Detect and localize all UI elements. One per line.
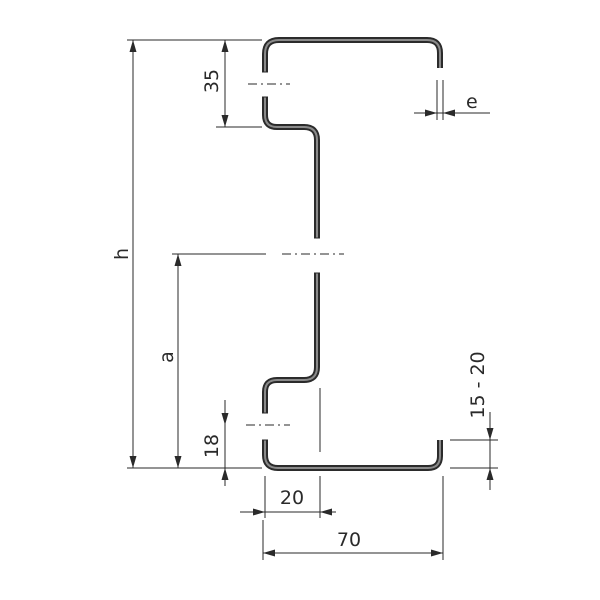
dimension-18: 18 — [201, 400, 262, 486]
profile-outer-stroke — [262, 37, 443, 471]
dimension-20: 20 — [240, 388, 336, 518]
web-hole-mark — [314, 238, 320, 273]
dimension-a: a — [156, 253, 266, 468]
dimension-35-label: 35 — [201, 69, 223, 93]
profile-section — [262, 37, 443, 471]
dimension-h-label: h — [111, 248, 133, 260]
profile-inner-stroke — [264, 39, 441, 469]
dimension-a-label: a — [156, 351, 178, 363]
dimension-15-20-label: 15 - 20 — [467, 351, 489, 418]
dimension-70-label: 70 — [337, 529, 361, 551]
dimension-70: 70 — [262, 476, 444, 560]
bottom-hole-mark — [262, 413, 268, 440]
dimension-e-label: e — [466, 91, 478, 113]
center-lines — [246, 83, 344, 426]
dimension-35: 35 — [201, 39, 262, 128]
dimension-20-label: 20 — [280, 487, 304, 509]
dimension-e: e — [414, 80, 490, 120]
dimension-18-label: 18 — [201, 434, 223, 458]
top-hole-mark — [262, 72, 268, 97]
dimension-15-20: 15 - 20 — [450, 351, 498, 490]
